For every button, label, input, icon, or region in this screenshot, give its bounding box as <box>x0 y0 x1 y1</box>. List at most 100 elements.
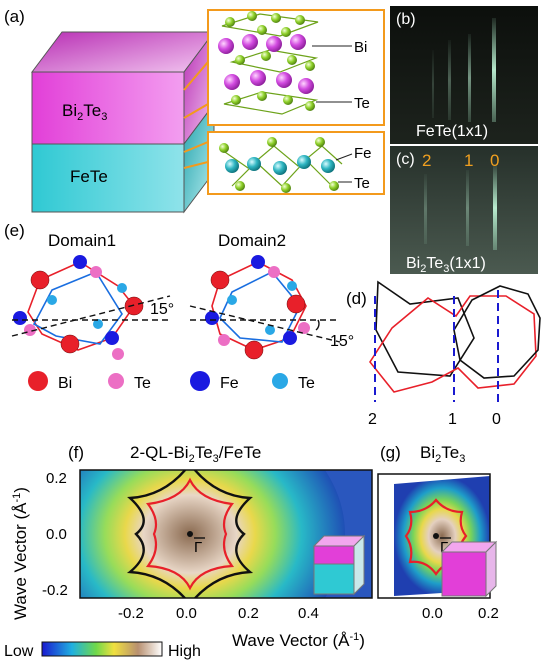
fete-block-icon <box>312 534 366 596</box>
f-xtick-0: -0.2 <box>118 605 144 622</box>
legend-te-label: Te <box>134 375 151 392</box>
layer-block: Bi2Te3 FeTe <box>31 30 215 214</box>
bi-atom <box>210 270 230 290</box>
te2-atom <box>117 283 127 293</box>
bi-atom <box>60 334 80 354</box>
rheed-bi2te3-image <box>390 146 538 274</box>
te-atom <box>90 266 102 278</box>
f-xticks: -0.2 0.0 0.2 0.4 <box>118 605 319 622</box>
legend-fe-marker <box>190 371 210 391</box>
bi2te3-layer <box>31 71 185 145</box>
panel-b-label: (b) <box>396 11 416 28</box>
te2-atom <box>47 295 57 305</box>
panel-c-label: (c) <box>396 151 415 168</box>
legend-te2-marker <box>272 373 288 389</box>
fe-atom <box>283 331 297 345</box>
legend-fe-label: Fe <box>220 375 239 392</box>
gamma-point-f <box>187 531 193 537</box>
legend-bi-label: Bi <box>58 375 72 392</box>
fe-atom <box>13 311 27 325</box>
bi-atom <box>30 270 50 290</box>
colorbar-high-label: High <box>168 643 201 660</box>
rheed-bi2te3-streaks <box>424 166 497 250</box>
fete-layer-label: FeTe <box>70 167 108 186</box>
panel-g-title: Bi2Te3 <box>420 443 465 465</box>
panel-e-label: (e) <box>4 221 25 240</box>
block-top-face <box>31 31 215 73</box>
f-ylabel: Wave Vector (Å-1) <box>11 487 30 620</box>
fe-atom <box>251 255 265 269</box>
bi-atom <box>244 340 264 360</box>
atom-label-te-top: Te <box>354 95 370 112</box>
te-atom <box>112 348 124 360</box>
rheed-fete-streaks <box>432 18 496 122</box>
f-xtick-2: 0.2 <box>238 605 259 622</box>
bi2te3-block-icon <box>440 540 498 598</box>
f-ytick-0: 0.2 <box>46 470 67 487</box>
rheed-fete-image <box>390 6 538 144</box>
f-ytick-1: 0.0 <box>46 526 67 543</box>
streak-index-2: 2 <box>422 151 431 170</box>
bi2te3-layer-label: Bi2Te3 <box>62 101 107 123</box>
atom-label-fe: Fe <box>354 145 372 162</box>
d-tick-1: 1 <box>448 411 457 428</box>
domain1-angle: 15° <box>150 301 174 318</box>
domain1-lattice <box>11 255 171 360</box>
reciprocal-lattice-diagram <box>369 280 541 402</box>
legend-bi-marker <box>28 371 48 391</box>
te2-atom <box>287 281 297 291</box>
f-xtick-3: 0.4 <box>298 605 319 622</box>
gamma-point-g <box>433 533 439 539</box>
panel-a-label: (a) <box>4 7 25 26</box>
f-xtick-1: 0.0 <box>176 605 197 622</box>
panel-d-label: (d) <box>346 289 367 308</box>
f-yticks: 0.2 0.0 -0.2 <box>42 470 68 599</box>
legend-te-marker <box>108 373 124 389</box>
bi-atom <box>124 296 144 316</box>
f-ytick-2: -0.2 <box>42 582 68 599</box>
g-xticks: 0.0 0.2 <box>422 605 499 622</box>
black-fermi-contour <box>126 470 254 598</box>
red-hexagonal-contour <box>404 498 468 576</box>
domain2-title: Domain2 <box>218 231 286 250</box>
colorbar <box>41 641 163 657</box>
d-tick-2: 2 <box>368 411 377 428</box>
te-atom <box>268 266 280 278</box>
panel-f-frame <box>79 469 373 599</box>
fete-layer <box>31 143 185 213</box>
bi-atom <box>286 294 306 314</box>
panel-g-label: (g) <box>380 443 401 462</box>
te2-atom <box>227 295 237 305</box>
g-xtick-0: 0.0 <box>422 605 443 622</box>
panel-f-label: (f) <box>68 443 84 462</box>
fe-atom <box>73 255 87 269</box>
te2-atom <box>93 319 103 329</box>
colorbar-low-label: Low <box>4 643 34 660</box>
fe-atom <box>105 331 119 345</box>
bi2te3-atoms <box>218 11 352 115</box>
te-atom <box>24 324 36 336</box>
atom-label-bi: Bi <box>354 39 367 56</box>
te-atom <box>298 322 310 334</box>
panel-g-frame <box>377 473 491 599</box>
fete-atoms <box>219 137 353 193</box>
gamma-label-g: Γ <box>440 539 448 556</box>
red-fermi-contour <box>145 477 235 591</box>
d-tick-0: 0 <box>492 411 501 428</box>
gamma-label-f: Γ <box>194 539 202 556</box>
streak-index-1: 1 <box>464 151 473 170</box>
atom-legend: Bi Te Fe Te <box>28 371 315 392</box>
domain2-angle: 15° <box>330 333 354 350</box>
domain1-title: Domain1 <box>48 231 116 250</box>
f-xlabel: Wave Vector (Å-1) <box>232 631 365 650</box>
atom-label-te-bottom: Te <box>354 175 370 192</box>
g-xtick-1: 0.2 <box>478 605 499 622</box>
te-atom <box>218 334 230 346</box>
legend-te2-label: Te <box>298 375 315 392</box>
rheed-bi2te3-caption: Bi2Te3(1x1) <box>406 255 486 275</box>
fe-atom <box>205 311 219 325</box>
te2-atom <box>265 325 275 335</box>
rheed-fete-caption: FeTe(1x1) <box>416 123 488 140</box>
domain2-lattice <box>189 255 341 360</box>
